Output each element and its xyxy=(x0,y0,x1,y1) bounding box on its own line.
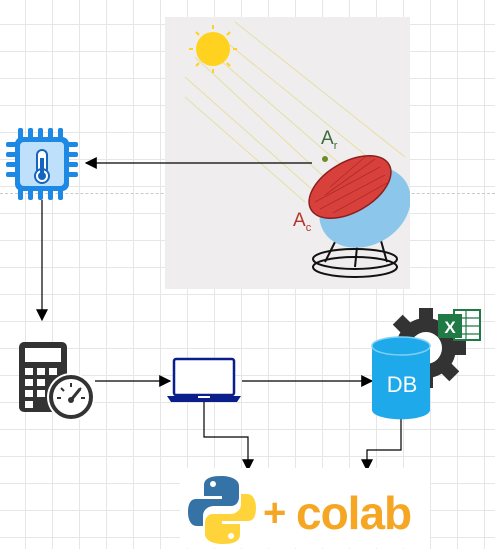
receiver-area-label: Ar xyxy=(321,128,337,152)
receiver-point xyxy=(322,156,328,162)
solar-concentrator-illustration xyxy=(184,21,411,278)
receiver-label-letter: A xyxy=(321,128,334,149)
collector-label-letter: A xyxy=(293,210,306,231)
database-excel-gear-icon: X xyxy=(371,308,481,420)
laptop-icon xyxy=(167,357,241,402)
plus-sign: + xyxy=(263,491,287,535)
calculator-gauge-icon xyxy=(19,342,95,421)
collector-label-sub: c xyxy=(305,221,312,234)
excel-icon: X xyxy=(438,309,481,341)
sun-icon xyxy=(189,25,237,73)
sunlight-rays xyxy=(184,21,406,203)
arrow-db-to-colab xyxy=(361,418,402,472)
python-logo-icon xyxy=(188,476,256,544)
database-label: DB xyxy=(386,372,418,397)
receiver-label-sub: r xyxy=(333,139,338,152)
solar-concentrator-panel xyxy=(165,17,411,289)
svg-text:X: X xyxy=(444,318,456,337)
collector-area-label: Ac xyxy=(293,210,311,234)
thermometer-chip-icon xyxy=(6,128,78,200)
colab-logo-text: colab xyxy=(296,487,412,539)
parabolic-dish-icon xyxy=(308,155,411,248)
database-cylinder-icon xyxy=(371,336,431,420)
arrow-laptop-to-colab xyxy=(203,402,254,472)
